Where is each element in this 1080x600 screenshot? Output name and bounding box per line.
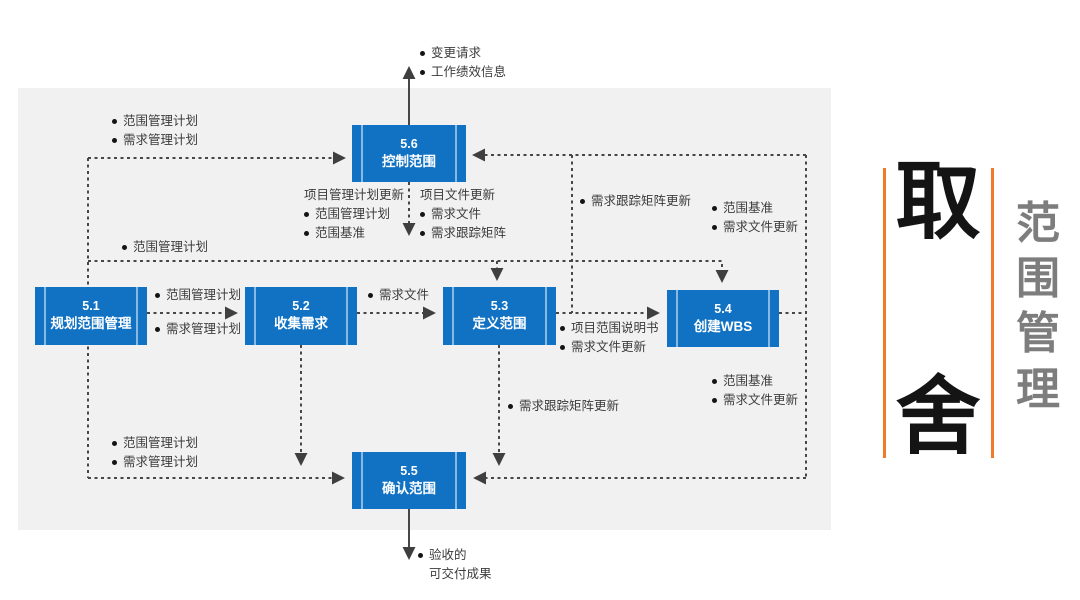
bullet-icon bbox=[304, 230, 309, 236]
label-baseline-to-validate: 范围基准 需求文件更新 bbox=[712, 372, 798, 410]
label-text: 范围管理计划 bbox=[166, 288, 242, 302]
bullet-icon bbox=[712, 379, 717, 384]
label-text: 需求文件 bbox=[379, 288, 430, 302]
process-number: 5.4 bbox=[714, 301, 732, 316]
label-plan-51-52-bottom: 需求管理计划 bbox=[155, 320, 241, 339]
bullet-icon bbox=[112, 137, 117, 143]
vertical-title-char: 管 bbox=[1016, 309, 1060, 359]
process-number: 5.2 bbox=[292, 299, 310, 314]
vertical-title-char: 范 bbox=[1016, 199, 1060, 248]
accent-line-right bbox=[991, 168, 994, 458]
process-name: 规划范围管理 bbox=[50, 316, 132, 332]
bullet-icon bbox=[122, 245, 127, 250]
label-project-doc-updates: 项目文件更新 需求文件 需求跟踪矩阵 bbox=[420, 186, 506, 242]
process-box-5-2: 5.2 收集需求 bbox=[245, 287, 357, 345]
bullet-icon bbox=[420, 69, 425, 75]
vertical-section-title: 范 围 管 理 bbox=[1016, 199, 1060, 414]
bullet-icon bbox=[112, 459, 117, 465]
label-plan-51-52-top: 范围管理计划 bbox=[155, 286, 241, 305]
label-pm-plan-updates: 项目管理计划更新 范围管理计划 范围基准 bbox=[304, 186, 404, 242]
process-box-5-5: 5.5 确认范围 bbox=[352, 452, 466, 509]
label-text: 需求管理计划 bbox=[123, 132, 199, 147]
bullet-icon bbox=[712, 224, 717, 230]
bullet-icon bbox=[155, 327, 160, 332]
headline: 取 舍 bbox=[884, 160, 992, 460]
bullet-icon bbox=[560, 326, 565, 331]
process-box-5-3: 5.3 定义范围 bbox=[443, 287, 556, 345]
process-name: 创建WBS bbox=[693, 318, 753, 334]
bullet-icon bbox=[712, 206, 717, 211]
label-title: 项目文件更新 bbox=[420, 188, 496, 202]
label-rtm-update-to-control: 需求跟踪矩阵更新 bbox=[580, 192, 691, 211]
process-number: 5.6 bbox=[400, 136, 418, 151]
label-text: 需求文件 bbox=[431, 206, 482, 221]
bullet-icon bbox=[112, 441, 117, 446]
label-scope-plan-feed: 范围管理计划 bbox=[122, 238, 208, 257]
bullet-icon bbox=[420, 51, 425, 56]
bullet-icon bbox=[420, 211, 425, 217]
label-requirements-docs: 需求文件 bbox=[368, 286, 429, 305]
label-text: 需求管理计划 bbox=[166, 322, 242, 336]
label-plans-to-control: 范围管理计划 需求管理计划 bbox=[112, 112, 198, 150]
wire-scope-plan-to-54 bbox=[88, 260, 729, 283]
label-text: 范围管理计划 bbox=[123, 114, 199, 128]
process-name: 控制范围 bbox=[382, 153, 436, 169]
label-scope-statement: 项目范围说明书 需求文件更新 bbox=[560, 319, 659, 357]
label-accepted-deliverables: 验收的 可交付成果 bbox=[418, 546, 492, 584]
bullet-icon bbox=[368, 293, 373, 298]
label-text: 需求文件更新 bbox=[723, 392, 799, 407]
label-text: 需求跟踪矩阵更新 bbox=[519, 399, 620, 413]
bullet-icon bbox=[580, 199, 585, 204]
bullet-icon bbox=[560, 344, 565, 350]
label-text: 范围基准 bbox=[315, 225, 366, 240]
label-text: 变更请求 bbox=[431, 46, 482, 60]
label-control-outputs: 变更请求 工作绩效信息 bbox=[420, 44, 506, 82]
accent-line-left bbox=[883, 168, 886, 458]
bullet-icon bbox=[304, 211, 309, 217]
label-text: 范围基准 bbox=[723, 201, 774, 215]
label-text: 需求跟踪矩阵更新 bbox=[591, 194, 692, 208]
label-text: 范围管理计划 bbox=[123, 436, 199, 450]
headline-char-top: 取 bbox=[895, 155, 981, 250]
label-text: 需求文件更新 bbox=[723, 219, 799, 234]
vertical-title-char: 理 bbox=[1016, 364, 1060, 414]
process-box-5-4: 5.4 创建WBS bbox=[667, 290, 779, 347]
label-text: 工作绩效信息 bbox=[431, 64, 507, 79]
process-number: 5.5 bbox=[400, 463, 418, 478]
label-text: 范围管理计划 bbox=[315, 206, 391, 221]
headline-char-bottom: 舍 bbox=[895, 370, 981, 465]
process-name: 确认范围 bbox=[382, 480, 436, 496]
vertical-title-char: 围 bbox=[1016, 254, 1060, 304]
label-text: 项目范围说明书 bbox=[571, 321, 659, 335]
label-plans-to-validate: 范围管理计划 需求管理计划 bbox=[112, 434, 198, 472]
bullet-icon bbox=[420, 230, 425, 236]
bullet-icon bbox=[712, 397, 717, 403]
process-number: 5.1 bbox=[82, 299, 100, 314]
label-text: 需求文件更新 bbox=[571, 339, 647, 354]
bullet-icon bbox=[418, 553, 423, 558]
label-text: 验收的 可交付成果 bbox=[429, 548, 492, 581]
label-title: 项目管理计划更新 bbox=[304, 188, 405, 202]
process-name: 定义范围 bbox=[472, 316, 527, 332]
label-text: 范围基准 bbox=[723, 374, 774, 388]
bullet-icon bbox=[155, 293, 160, 298]
label-text: 范围管理计划 bbox=[133, 240, 209, 254]
process-name: 收集需求 bbox=[274, 316, 328, 332]
process-number: 5.3 bbox=[490, 299, 509, 314]
label-text: 需求管理计划 bbox=[123, 454, 199, 469]
bullet-icon bbox=[112, 119, 117, 124]
process-box-5-6: 5.6 控制范围 bbox=[352, 125, 466, 182]
label-rtm-update-to-validate: 需求跟踪矩阵更新 bbox=[508, 397, 619, 416]
process-box-5-1: 5.1 规划范围管理 bbox=[35, 287, 147, 345]
label-baseline-to-control: 范围基准 需求文件更新 bbox=[712, 199, 798, 237]
bullet-icon bbox=[508, 404, 513, 409]
label-text: 需求跟踪矩阵 bbox=[431, 225, 507, 240]
